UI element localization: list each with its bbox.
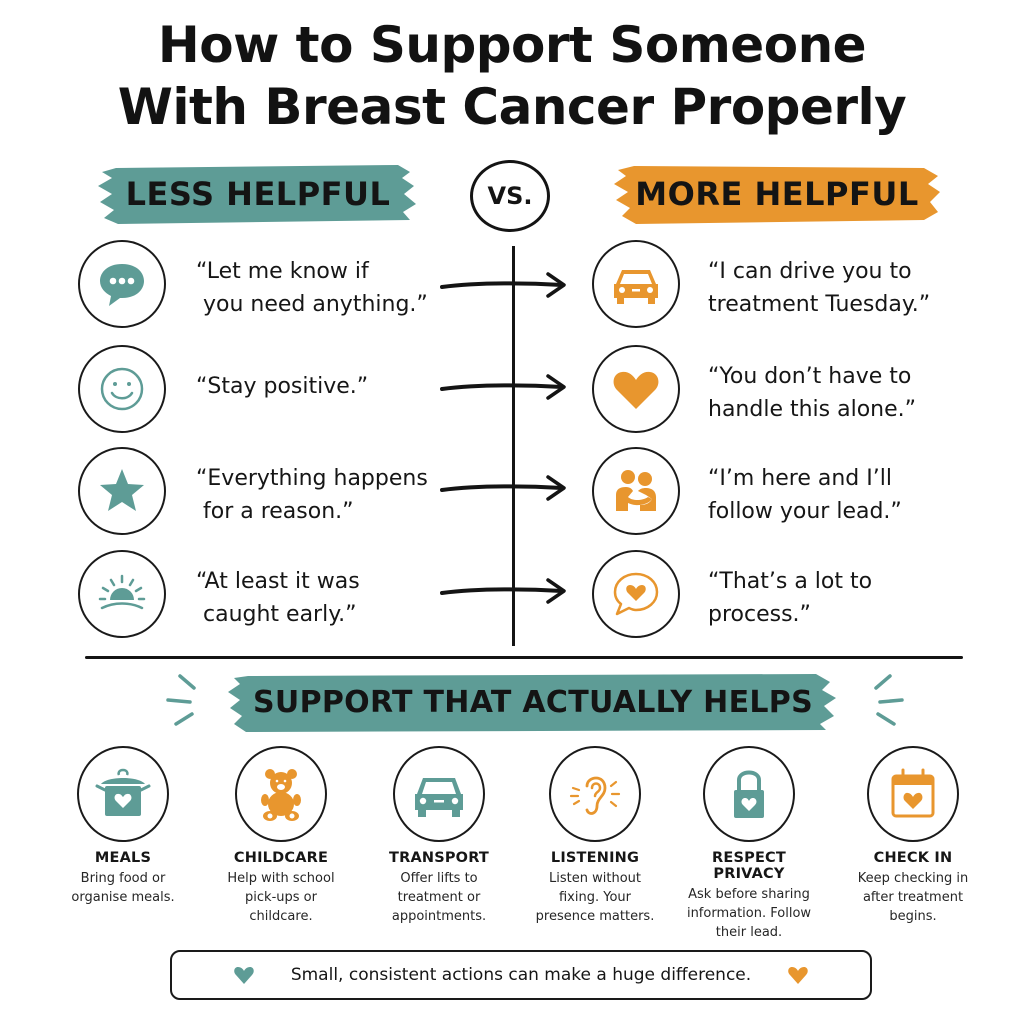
center-divider xyxy=(512,246,515,646)
support-tile-respect-privacy: RESPECT PRIVACY Ask before sharing infor… xyxy=(674,746,824,942)
support-label: TRANSPORT xyxy=(388,850,489,866)
less-helpful-quote-2: “Stay positive.” xyxy=(196,374,369,399)
car-icon xyxy=(393,746,485,842)
less-helpful-header: LESS HELPFUL xyxy=(98,162,418,226)
heart-icon xyxy=(592,345,680,433)
support-label: MEALS xyxy=(94,850,152,866)
padlock-heart-icon xyxy=(703,746,795,842)
section-divider xyxy=(85,656,963,659)
support-tile-listening: LISTENING Listen without fixing. Your pr… xyxy=(520,746,670,926)
sparkle-lines-right-icon xyxy=(874,674,904,726)
support-label: LISTENING xyxy=(550,850,640,866)
support-tile-check-in: CHECK IN Keep checking in after treatmen… xyxy=(838,746,988,926)
support-description: Ask before sharing information. Follow t… xyxy=(686,887,812,940)
vs-label: VS. xyxy=(487,182,533,210)
calendar-heart-icon xyxy=(867,746,959,842)
arrow-right-icon xyxy=(440,374,566,400)
cooking-pot-icon xyxy=(77,746,169,842)
support-tile-transport: TRANSPORT Offer lifts to treatment or ap… xyxy=(364,746,514,926)
less-helpful-quote-3: “Everything happens for a reason.” xyxy=(196,466,428,524)
speech-bubble-icon xyxy=(78,240,166,328)
orange-brush-stroke xyxy=(614,166,940,224)
arrow-right-icon xyxy=(440,272,566,298)
support-description: Listen without fixing. Your presence mat… xyxy=(535,871,655,924)
less-helpful-quote-1: “Let me know if you need anything.” xyxy=(196,259,428,317)
teal-heart-icon xyxy=(234,967,254,984)
support-label: RESPECT PRIVACY xyxy=(712,850,786,882)
more-helpful-header: MORE HELPFUL xyxy=(612,162,942,226)
support-description: Bring food or organise meals. xyxy=(71,871,175,905)
car-icon xyxy=(592,240,680,328)
less-helpful-quote-4: “At least it was caught early.” xyxy=(196,569,360,627)
support-description: Keep checking in after treatment begins. xyxy=(857,871,969,924)
ear-icon xyxy=(549,746,641,842)
smiley-icon xyxy=(78,345,166,433)
teal-brush-stroke xyxy=(98,165,416,224)
support-label: CHECK IN xyxy=(873,850,953,866)
page-title: How to Support Someone With Breast Cance… xyxy=(0,14,1024,138)
hug-icon xyxy=(592,447,680,535)
less-helpful-label: LESS HELPFUL xyxy=(125,175,391,213)
support-tile-childcare: CHILDCARE Help with school pick-ups or c… xyxy=(206,746,356,926)
arrow-right-icon xyxy=(440,578,566,604)
more-helpful-label: MORE HELPFUL xyxy=(635,175,919,213)
orange-heart-icon xyxy=(788,967,808,984)
support-label: CHILDCARE xyxy=(233,850,329,866)
teddy-bear-icon xyxy=(235,746,327,842)
teal-brush-stroke xyxy=(228,674,836,732)
support-heading: SUPPORT THAT ACTUALLY HELPS xyxy=(228,670,838,734)
sparkle-lines-left-icon xyxy=(166,674,196,726)
star-icon xyxy=(78,447,166,535)
sunrise-icon xyxy=(78,550,166,638)
footer-banner: Small, consistent actions can make a hug… xyxy=(170,950,872,1000)
title-line-2: With Breast Cancer Properly xyxy=(117,78,907,136)
more-helpful-quote-1: “I can drive you to treatment Tuesday.” xyxy=(708,259,931,317)
support-description: Help with school pick-ups or childcare. xyxy=(227,871,335,924)
support-description: Offer lifts to treatment or appointments… xyxy=(391,871,487,924)
more-helpful-quote-4: “That’s a lot to process.” xyxy=(708,569,873,627)
footer-message: Small, consistent actions can make a hug… xyxy=(290,965,752,985)
vs-badge: VS. xyxy=(470,160,550,232)
heart-speech-bubble-icon xyxy=(592,550,680,638)
more-helpful-quote-2: “You don’t have to handle this alone.” xyxy=(708,364,917,422)
arrow-right-icon xyxy=(440,475,566,501)
support-tile-meals: MEALS Bring food or organise meals. xyxy=(48,746,198,907)
support-heading-label: SUPPORT THAT ACTUALLY HELPS xyxy=(253,684,813,720)
more-helpful-quote-3: “I’m here and I’ll follow your lead.” xyxy=(708,466,902,524)
title-line-1: How to Support Someone xyxy=(157,16,867,74)
